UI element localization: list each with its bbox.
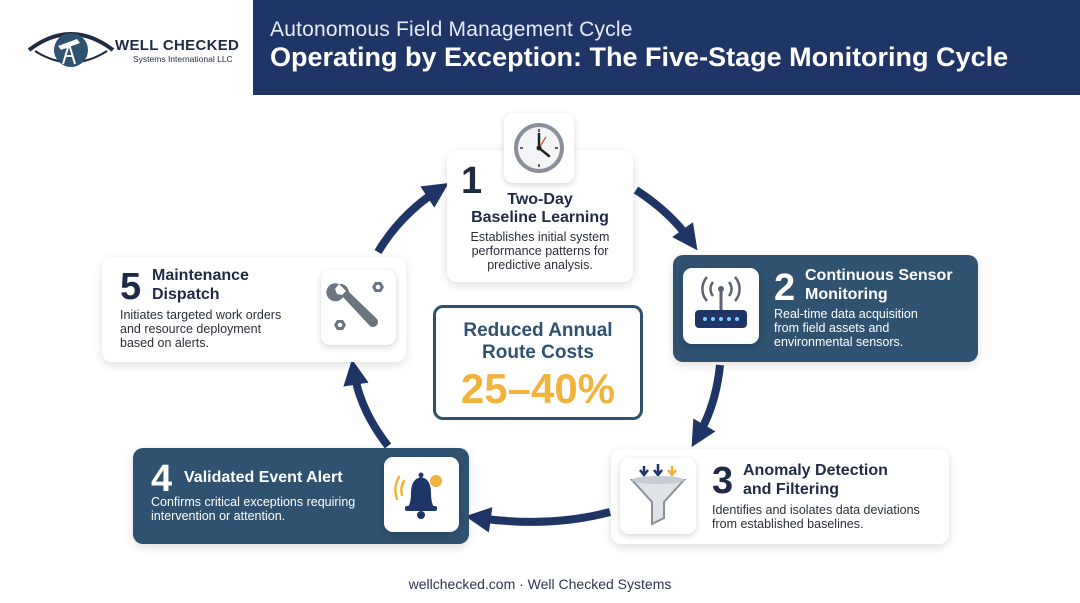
logo-area: WELL CHECKED Systems International LLC <box>0 0 253 95</box>
stage-1-icon-box <box>504 113 574 183</box>
arrow-5-to-1 <box>374 182 449 255</box>
arrow-2-to-3 <box>691 364 724 448</box>
stage-title-line1: Continuous Sensor <box>805 267 953 284</box>
stage-desc-line: performance patterns for <box>471 244 609 258</box>
savings-label-line2: Route Costs <box>482 342 594 363</box>
stage-desc-line: Establishes initial system <box>470 230 610 244</box>
header-title: Operating by Exception: The Five-Stage M… <box>270 42 1009 72</box>
stage-desc-line: and resource deployment <box>120 322 262 336</box>
stage-title-line2: Baseline Learning <box>471 209 609 226</box>
savings-label-line1: Reduced Annual <box>463 320 613 341</box>
stage-title-line2: Dispatch <box>152 286 220 303</box>
stage-desc-line: Initiates targeted work orders <box>120 308 282 322</box>
stage-title-line1: Two-Day <box>507 191 573 208</box>
stage-title-line2: Monitoring <box>805 286 888 303</box>
stage-desc-line: based on alerts. <box>120 336 209 350</box>
stage-desc-line: from field assets and <box>774 321 890 335</box>
stage-2-icon-box <box>683 268 759 344</box>
stage-number: 2 <box>774 267 796 309</box>
savings-value: 25–40% <box>460 365 616 412</box>
stage-5-icon-box <box>321 270 396 345</box>
stage-desc-line: environmental sensors. <box>774 335 904 349</box>
stage-title-line1: Maintenance <box>152 267 249 284</box>
stage-4-icon-box <box>384 457 459 532</box>
stage-desc-line: intervention or attention. <box>151 509 286 523</box>
clock-icon <box>514 123 564 173</box>
stage-desc-line: from established baselines. <box>712 517 864 531</box>
stage-desc-line: Identifies and isolates data deviations <box>712 503 920 517</box>
arrow-1-to-2 <box>633 186 698 251</box>
stage-desc-line: predictive analysis. <box>487 258 593 272</box>
stage-number: 4 <box>151 458 173 500</box>
router-icon <box>695 276 747 328</box>
stage-card-1: 1 Two-Day Baseline Learning Establishes … <box>447 150 633 282</box>
bell-icon <box>394 472 442 519</box>
header-subtitle: Autonomous Field Management Cycle <box>270 18 633 41</box>
stage-desc-line: Confirms critical exceptions requiring <box>151 495 356 509</box>
stage-number: 3 <box>712 460 734 502</box>
savings-callout: Reduced Annual Route Costs 25–40% <box>433 305 643 420</box>
arrow-4-to-5 <box>343 359 392 449</box>
stage-number: 1 <box>461 160 483 202</box>
stage-number: 5 <box>120 266 142 308</box>
arrow-3-to-4 <box>465 507 612 533</box>
stage-title-line1: Anomaly Detection <box>743 462 888 479</box>
brand-name: WELL CHECKED <box>115 37 240 54</box>
stage-title-line1: Validated Event Alert <box>184 469 343 486</box>
header-banner <box>253 0 1080 95</box>
well-pump-logo-icon <box>27 32 115 67</box>
funnel-icon <box>629 464 687 526</box>
stage-title-line2: and Filtering <box>743 481 839 498</box>
wrench-icon <box>326 282 384 330</box>
footer-text: wellchecked.com · Well Checked Systems <box>408 576 672 592</box>
stage-3-icon-box <box>620 458 696 534</box>
stage-desc-line: Real-time data acquisition <box>774 307 918 321</box>
brand-tagline: Systems International LLC <box>133 54 233 64</box>
